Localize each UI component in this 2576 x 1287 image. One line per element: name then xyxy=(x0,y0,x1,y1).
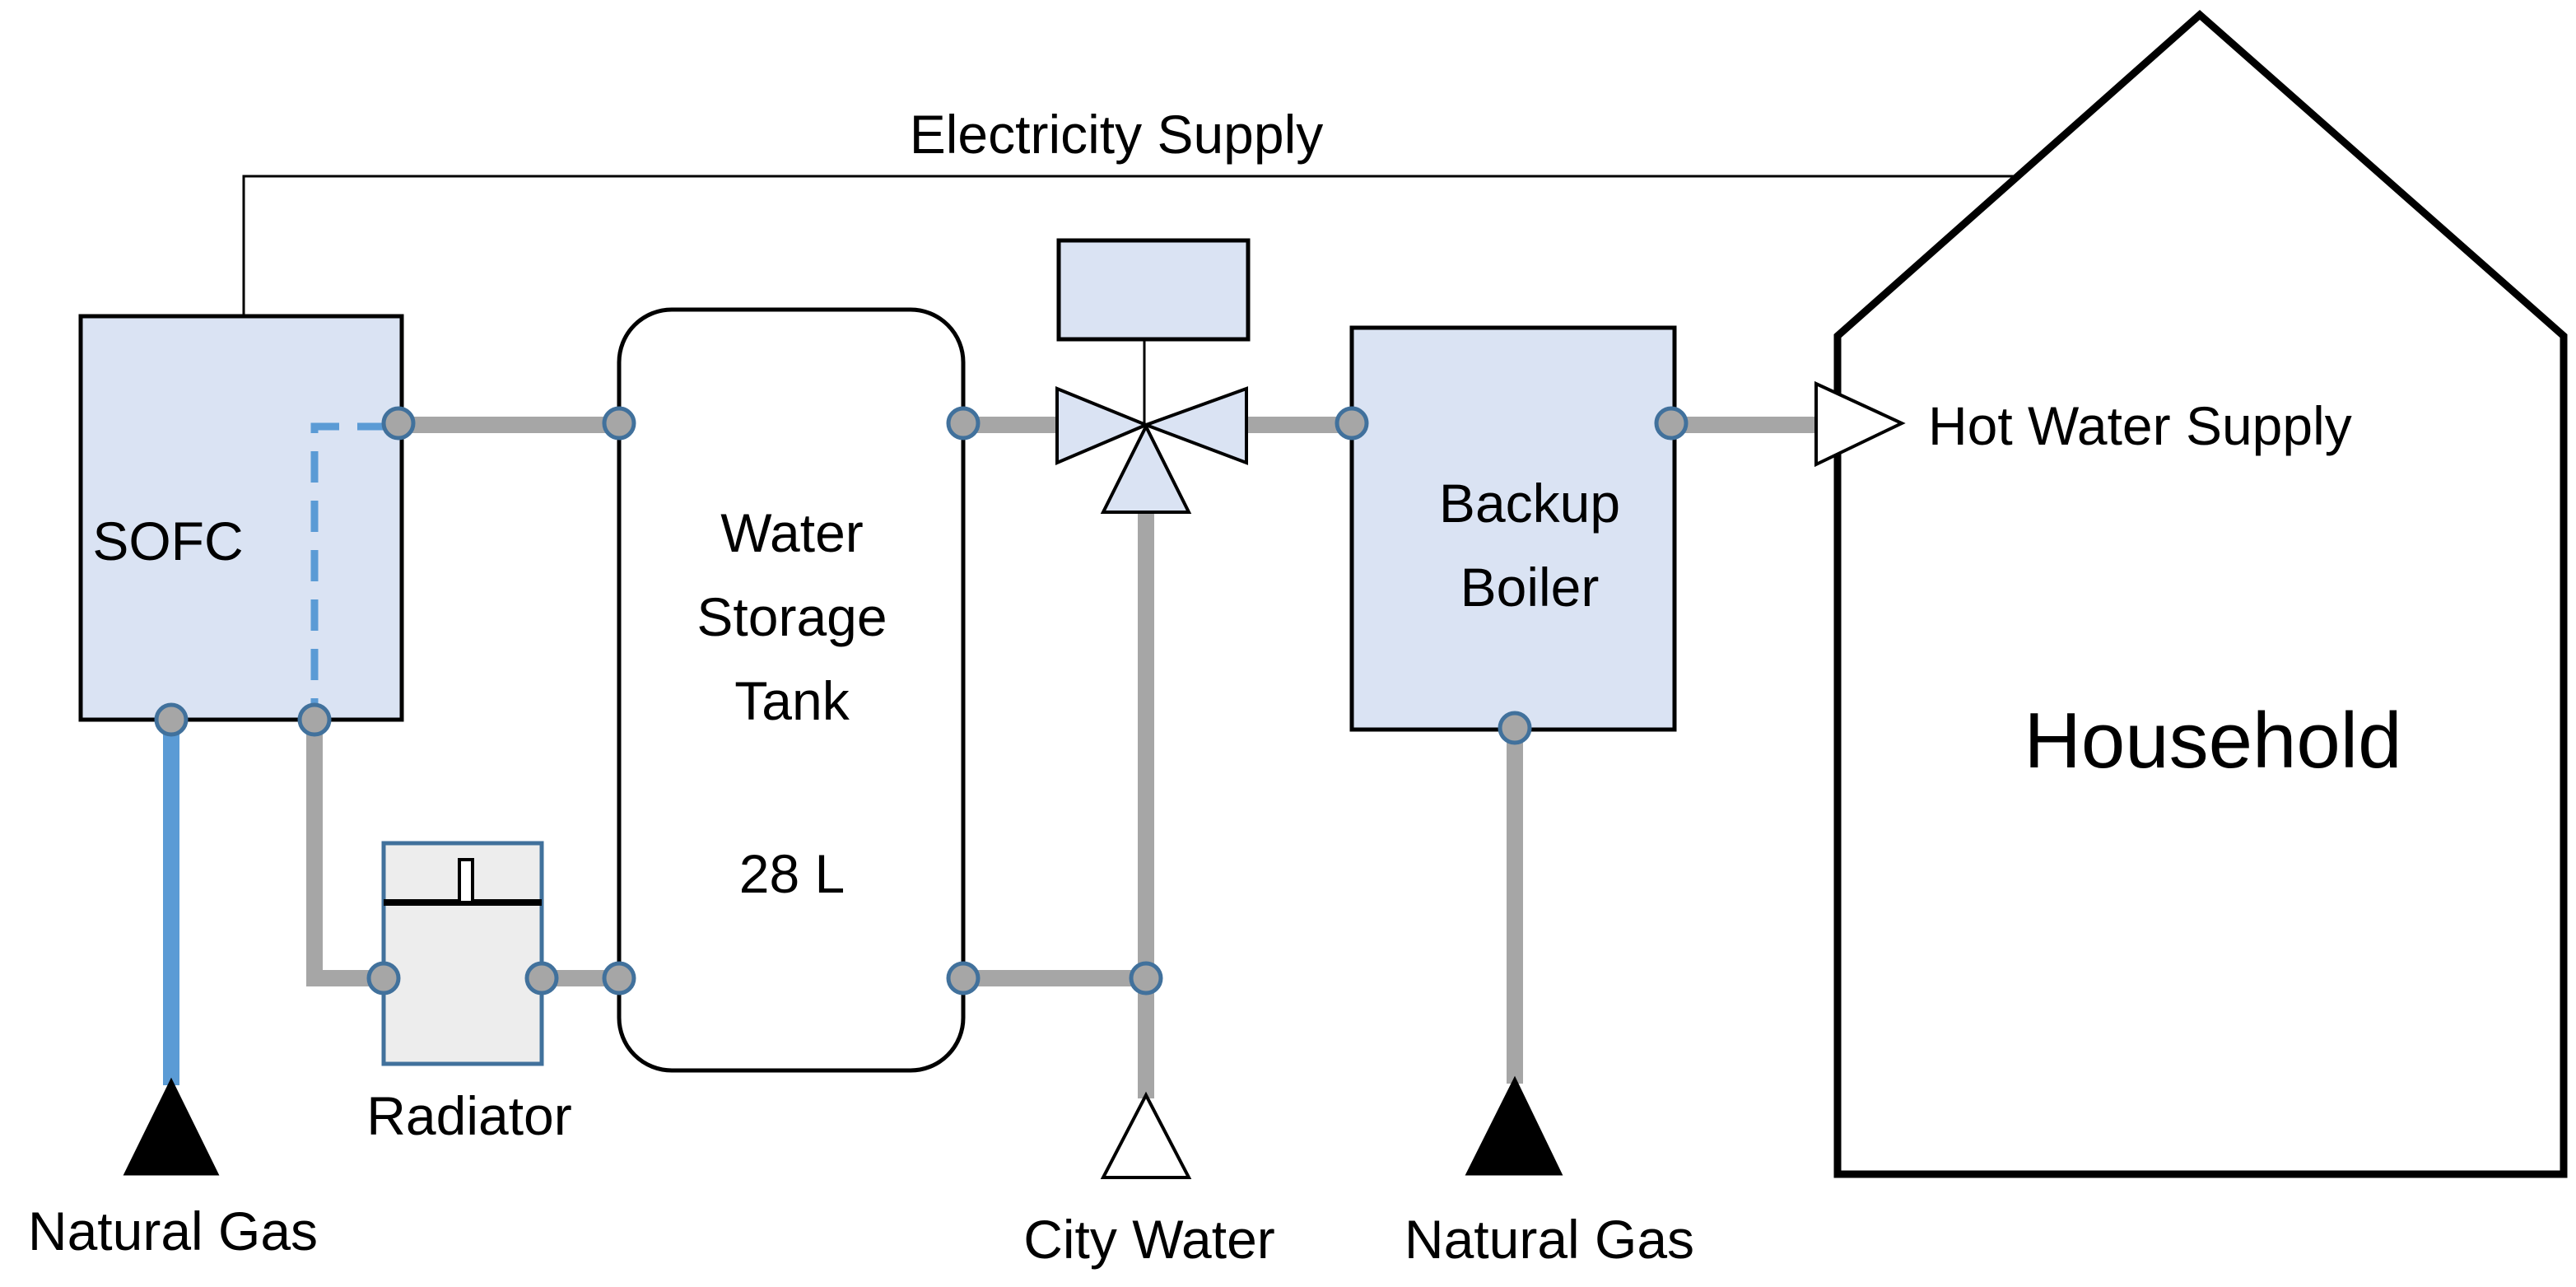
tank-label-line3: Tank xyxy=(734,670,850,731)
sofc-internal-dashed-line xyxy=(310,422,389,715)
port-tank-out-bottom xyxy=(946,961,981,996)
household-label: Household xyxy=(2024,697,2402,785)
port-tank-out-top xyxy=(946,406,981,441)
port-tank-in-top xyxy=(602,406,636,441)
tank-label-line2: Storage xyxy=(696,586,887,647)
backup-boiler xyxy=(1349,325,1677,732)
port-radiator-out xyxy=(524,961,559,996)
port-sofc-out xyxy=(381,406,416,441)
valve-bottom-cone xyxy=(1100,422,1192,514)
valve-right-cone xyxy=(1141,386,1248,465)
water-storage-tank xyxy=(617,307,966,1073)
boiler-label-line2: Boiler xyxy=(1460,557,1600,618)
boiler-label-line1: Backup xyxy=(1439,473,1620,534)
tank-volume-label: 28 L xyxy=(739,843,845,904)
natural-gas-source-left xyxy=(123,1077,220,1176)
port-boiler-gas xyxy=(1498,711,1532,745)
port-sofc-gas xyxy=(154,702,189,737)
city-water-source xyxy=(1100,1091,1192,1179)
port-sofc-return xyxy=(297,702,332,737)
natural-gas-left-label: Natural Gas xyxy=(28,1201,318,1261)
radiator-unit xyxy=(381,841,544,1066)
household-outline xyxy=(1833,9,2568,1178)
pipe-sofc-to-radiator xyxy=(306,720,384,986)
port-tank-in-bottom xyxy=(602,961,636,996)
sofc-unit xyxy=(78,314,404,722)
port-boiler-in xyxy=(1335,406,1369,441)
port-citywater-junction xyxy=(1129,961,1163,996)
natural-gas-right-label: Natural Gas xyxy=(1404,1209,1694,1270)
hot-water-outlet-arrow xyxy=(1814,380,1906,468)
radiator-label: Radiator xyxy=(366,1085,571,1146)
electricity-line xyxy=(242,175,2017,315)
port-boiler-out xyxy=(1654,406,1689,441)
sofc-label: SOFC xyxy=(92,511,243,571)
valve-left-cone xyxy=(1055,386,1151,466)
natural-gas-source-right xyxy=(1465,1075,1563,1176)
radiator-indicator xyxy=(458,858,474,904)
tank-label-line1: Water xyxy=(720,502,864,563)
port-radiator-in xyxy=(366,961,401,996)
valve-controller xyxy=(1056,238,1251,342)
electricity-supply-label: Electricity Supply xyxy=(910,104,1324,165)
city-water-label: City Water xyxy=(1023,1209,1275,1270)
hot-water-supply-label: Hot Water Supply xyxy=(1928,395,2352,456)
